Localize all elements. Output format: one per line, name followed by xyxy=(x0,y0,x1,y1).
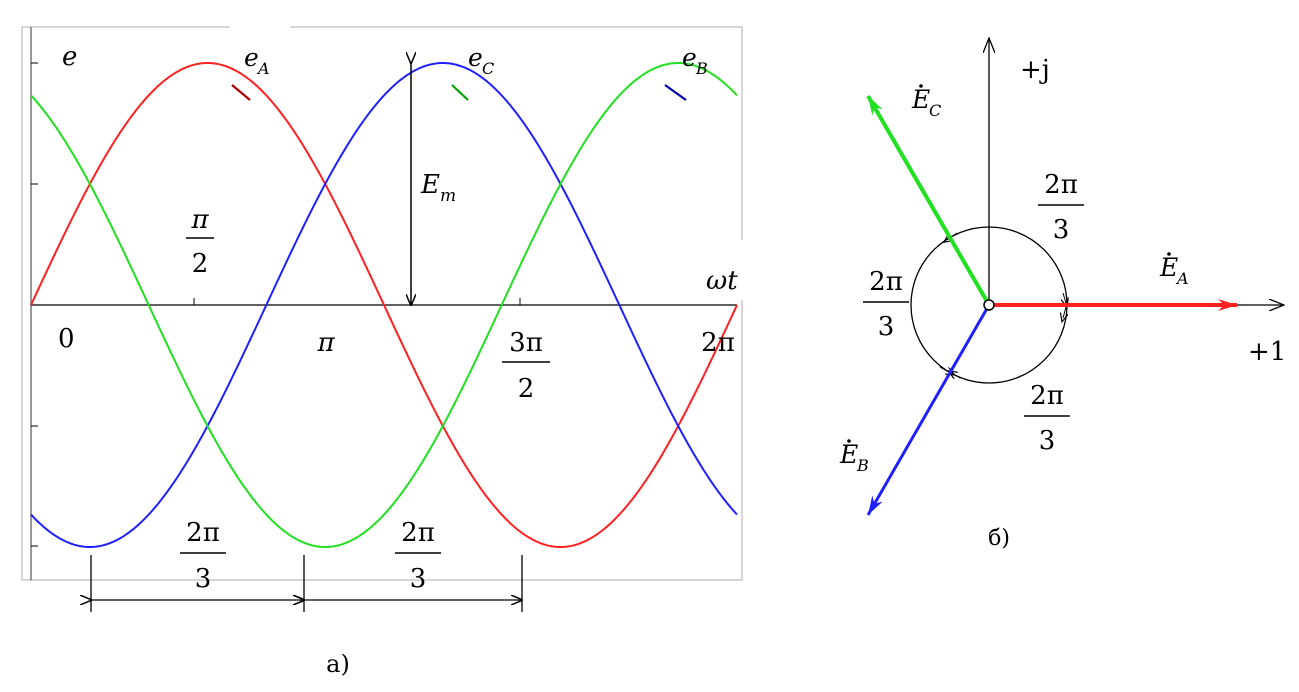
angle-1-num: 2π xyxy=(1044,170,1078,200)
curve-e-c xyxy=(30,61,738,549)
imag-axis-label: +j xyxy=(1020,55,1050,85)
phase-shift-2-num: 2π xyxy=(401,518,435,548)
caption-a: а) xyxy=(326,650,350,678)
amplitude-label-main: E xyxy=(420,170,440,200)
curve-e-b xyxy=(30,61,738,549)
angle-3-den: 3 xyxy=(1039,426,1056,456)
graph-frame xyxy=(21,26,743,581)
curve-b-label-sub: B xyxy=(695,59,708,78)
frame-gap xyxy=(230,18,290,32)
phasor-b-dot xyxy=(847,439,851,443)
y-ticks xyxy=(31,62,38,547)
phasor-c-label-sub: C xyxy=(929,101,941,120)
tick-label-zero: 0 xyxy=(58,324,75,354)
circle-arrow-5 xyxy=(952,373,961,378)
frame-gap-right xyxy=(736,240,748,300)
phasor-a-label-main: E xyxy=(1159,253,1178,282)
curve-c-label-mark xyxy=(451,84,469,101)
curve-c-label-main: e xyxy=(468,43,483,72)
phasor-b-label-main: E xyxy=(839,440,858,469)
angle-1-den: 3 xyxy=(1053,215,1070,245)
curve-a-label-sub: A xyxy=(256,59,270,78)
tick-label-pi-over-2-den: 2 xyxy=(192,249,209,279)
tick-label-pi: π xyxy=(316,328,335,358)
curve-b-label-mark xyxy=(664,84,687,101)
tick-label-3pi-over-2-den: 2 xyxy=(518,374,535,404)
x-ticks xyxy=(193,298,521,305)
real-axis-label: +1 xyxy=(1248,337,1286,367)
origin-point xyxy=(983,299,995,311)
circle-arrow-2 xyxy=(1063,306,1066,318)
phase-shift-1-num: 2π xyxy=(186,518,220,548)
phasor-b-label-sub: B xyxy=(856,456,869,475)
x-axis-label: ωt xyxy=(706,266,738,296)
tick-label-2pi: 2π xyxy=(701,328,735,358)
phasor-a-dot xyxy=(1167,252,1171,256)
angle-2-den: 3 xyxy=(878,312,895,342)
phasor-e-c xyxy=(866,94,991,307)
phase-shift-1-den: 3 xyxy=(195,564,212,594)
tick-label-3pi-over-2-num: 3π xyxy=(509,328,543,358)
phase-shift-2-den: 3 xyxy=(410,564,427,594)
waveform-graph: e ωt e A e C e B E m 0 π 2 π 3π 2 2π 2π … xyxy=(21,18,748,678)
phasor-a-label-sub: A xyxy=(1175,269,1189,288)
curve-c-label-sub: C xyxy=(482,59,494,78)
curve-e-a xyxy=(30,61,738,549)
curve-a-label-mark xyxy=(231,84,251,101)
y-axis-label: e xyxy=(62,42,77,72)
phasor-c-dot xyxy=(919,84,923,88)
phasor-e-b xyxy=(866,304,991,516)
phasor-diagram: +j +1 E A E C E B 2π 3 2π 3 2π 3 б) xyxy=(839,38,1286,551)
tick-label-pi-over-2-num: π xyxy=(190,205,209,235)
curve-b-label-main: e xyxy=(682,43,697,72)
amplitude-label-sub: m xyxy=(440,186,456,206)
angle-2-num: 2π xyxy=(869,267,903,297)
circle-arrow-1 xyxy=(1063,292,1066,303)
caption-b: б) xyxy=(988,526,1010,551)
phasor-c-label-main: E xyxy=(911,85,930,114)
curve-a-label-main: e xyxy=(244,43,259,72)
angle-3-num: 2π xyxy=(1030,381,1064,411)
